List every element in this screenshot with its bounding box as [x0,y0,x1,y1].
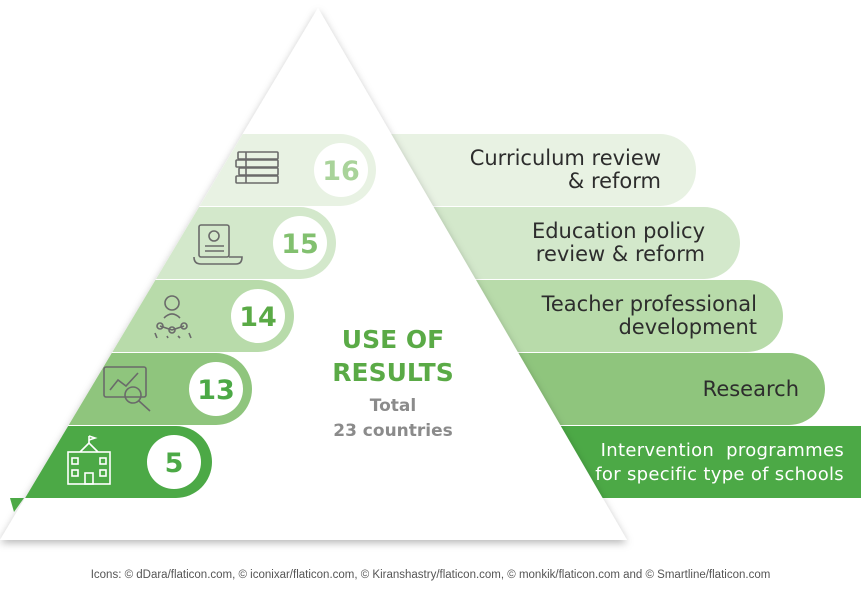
count-circle-5 [147,435,201,489]
tier-label-3-line1: Teacher professional [541,292,757,316]
tier-label-2-line1: Education policy [531,219,705,243]
count-4: 13 [197,375,235,406]
tier-label-3-line2: development [618,315,757,339]
total-label: Total [369,396,417,416]
tier-label-5: Intervention programmes for specific typ… [595,439,844,487]
count-circle-4 [189,362,243,416]
research-magnifier-icon [103,366,151,412]
count-2: 15 [281,229,319,260]
tier-label-4: Research [703,378,799,401]
tier-label-1-line1: Curriculum review [469,146,661,170]
tier-label-1: Curriculum review & reform [470,147,661,193]
tier-label-3: Teacher professional development [542,293,757,339]
teacher-network-icon [154,295,192,339]
count-1: 16 [322,156,360,187]
certificate-scroll-icon [193,224,243,265]
bottom-tier-tail [10,498,24,512]
tier-label-2-line2: review & reform [535,242,705,266]
count-circle-1 [314,143,368,197]
count-3: 14 [239,302,277,333]
count-circle-3 [231,289,285,343]
tier-label-2: Education policy review & reform [532,220,705,266]
books-icon [235,151,279,184]
icon-credits: Icons: © dDara/flaticon.com, © iconixar/… [90,569,771,581]
count-circle-2 [273,216,327,270]
school-building-icon [67,435,111,485]
diagram-title: USE OF RESULTS [332,325,454,387]
tier-label-1-line2: & reform [567,169,661,193]
total-summary: Total 23 countries [308,394,478,444]
tier-label-4-line1: Research [702,377,799,401]
count-circles [147,143,368,489]
tier-label-5-line2: for specific type of schools [595,464,844,485]
count-5: 5 [165,448,184,479]
tier-label-5-line1: Intervention programmes [600,440,844,461]
total-countries: 23 countries [333,421,453,441]
